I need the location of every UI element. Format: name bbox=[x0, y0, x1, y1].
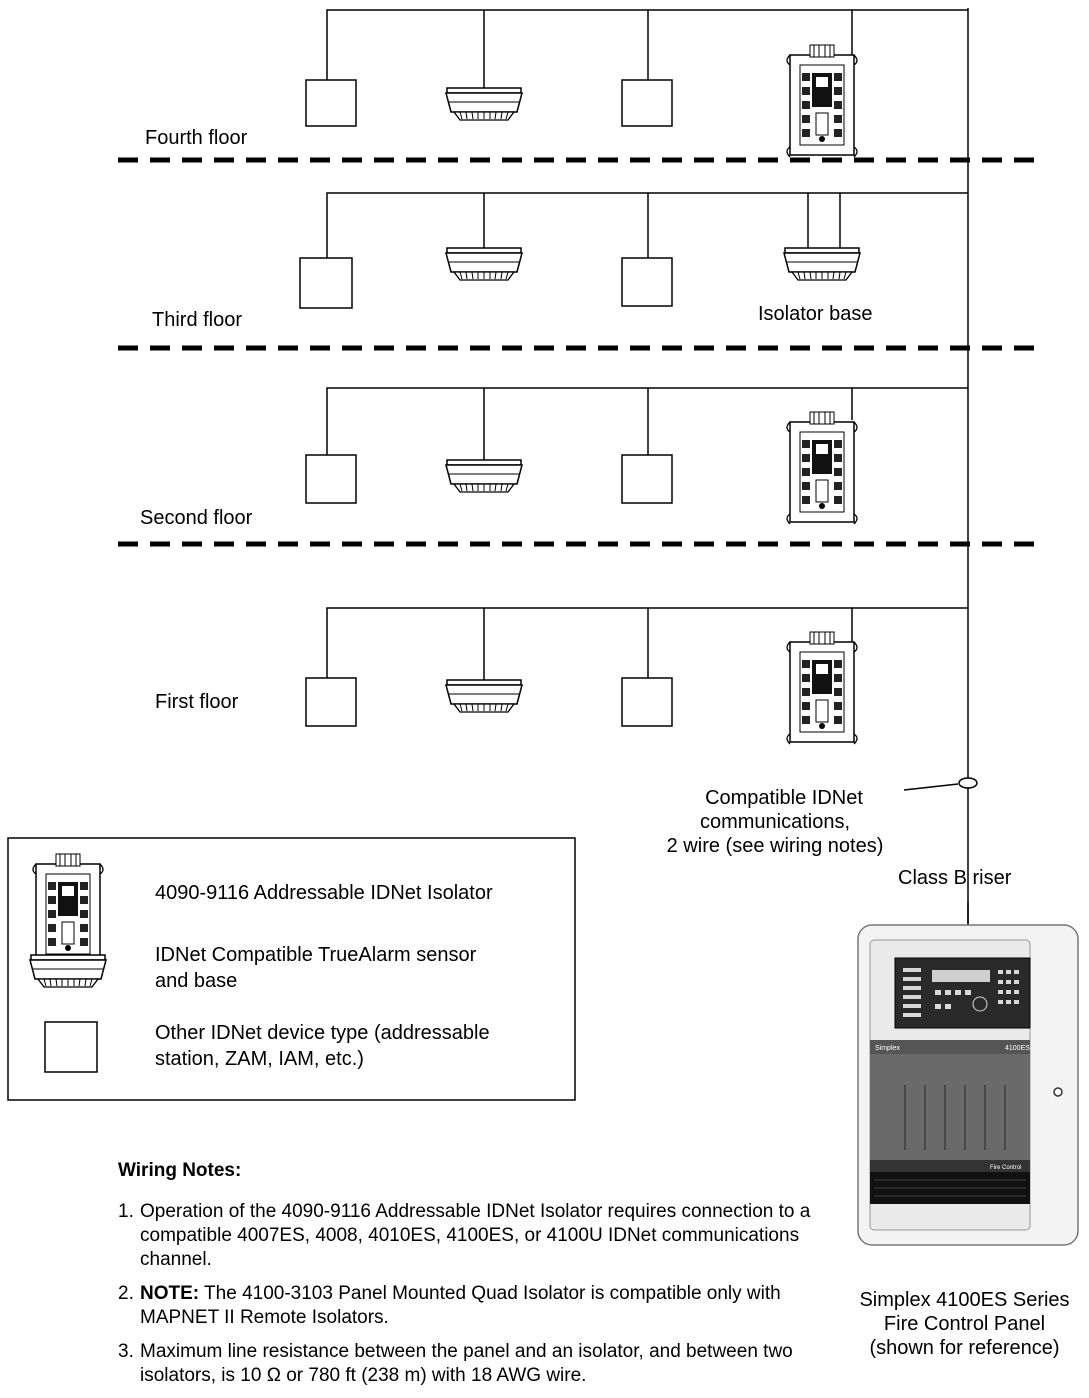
panel-strip-label: Fire Control bbox=[990, 1165, 1021, 1171]
other-device-4b bbox=[621, 79, 673, 127]
floor-label-third: Third floor bbox=[152, 309, 243, 331]
panel-caption-line3: (shown for reference) bbox=[869, 1337, 1060, 1359]
isolator-base-label: Isolator base bbox=[758, 303, 873, 325]
other-device-3a bbox=[299, 257, 353, 309]
other-device-2a bbox=[305, 454, 357, 504]
sensor-3 bbox=[445, 247, 523, 281]
panel-caption-line2: Fire Control Panel bbox=[883, 1313, 1046, 1335]
panel-caption-line1: Simplex 4100ES Series bbox=[859, 1289, 1070, 1311]
note-body: NOTE: The 4100-3103 Panel Mounted Quad I… bbox=[140, 1282, 838, 1330]
note-number: 1. bbox=[118, 1201, 134, 1222]
other-device-2b bbox=[621, 454, 673, 504]
isolator-base-sensor-3 bbox=[783, 247, 861, 281]
second-floor-circuit bbox=[326, 387, 968, 460]
isolator-2 bbox=[786, 411, 858, 525]
legend-other-text: Other IDNet device type (addressable sta… bbox=[155, 1020, 490, 1072]
wire-callout-text: Compatible IDNet communications, 2 wire … bbox=[640, 786, 910, 858]
isolator-4 bbox=[786, 44, 858, 158]
legend-sensor-text: IDNet Compatible TrueAlarm sensor and ba… bbox=[155, 942, 476, 994]
wiring-note: 2. NOTE: The 4100-3103 Panel Mounted Qua… bbox=[118, 1282, 838, 1330]
legend-other-line2: station, ZAM, IAM, etc.) bbox=[155, 1048, 364, 1070]
legend-sensor-line1: IDNet Compatible TrueAlarm sensor bbox=[155, 944, 477, 966]
legend-sensor-icon bbox=[29, 954, 107, 988]
other-device-4a bbox=[305, 79, 357, 127]
note-text: The 4100-3103 Panel Mounted Quad Isolato… bbox=[140, 1283, 781, 1328]
other-device-1b bbox=[621, 677, 673, 727]
first-floor-circuit bbox=[326, 607, 968, 680]
wire-callout-ellipse bbox=[958, 777, 978, 789]
wiring-note: 1. Operation of the 4090-9116 Addressabl… bbox=[118, 1200, 838, 1272]
wire-callout-line3: 2 wire (see wiring notes) bbox=[666, 835, 884, 857]
floor-label-fourth: Fourth floor bbox=[145, 127, 248, 149]
note-number: 2. bbox=[118, 1283, 134, 1304]
legend-isolator-icon bbox=[32, 853, 104, 967]
wire-callout-leader bbox=[903, 783, 959, 791]
panel-model: 4100ES bbox=[1005, 1045, 1030, 1052]
sensor-2 bbox=[445, 459, 523, 493]
legend-isolator-text: 4090-9116 Addressable IDNet Isolator bbox=[155, 882, 493, 904]
isolator-1 bbox=[786, 631, 858, 745]
note-bold-prefix: NOTE: bbox=[140, 1283, 200, 1304]
panel-brand: Simplex bbox=[875, 1045, 900, 1052]
fourth-floor-circuit bbox=[326, 9, 968, 88]
floor-label-second: Second floor bbox=[140, 507, 253, 529]
riser-label: Class B riser bbox=[898, 867, 1012, 889]
note-text: Maximum line resistance between the pane… bbox=[140, 1341, 793, 1386]
other-device-3b bbox=[621, 257, 673, 307]
sensor-1 bbox=[445, 679, 523, 713]
wiring-note: 3. Maximum line resistance between the p… bbox=[118, 1340, 838, 1388]
other-device-1a bbox=[305, 677, 357, 727]
panel-caption: Simplex 4100ES Series Fire Control Panel… bbox=[840, 1288, 1089, 1360]
floor-label-first: First floor bbox=[155, 691, 239, 713]
third-floor-circuit bbox=[326, 192, 968, 258]
fire-control-panel bbox=[857, 924, 1079, 1246]
sensor-4 bbox=[445, 87, 523, 121]
note-number: 3. bbox=[118, 1341, 134, 1362]
riser-diagram: Simplex 4100ES Fire Control bbox=[7, 8, 1079, 1246]
wiring-notes: 1. Operation of the 4090-9116 Addressabl… bbox=[118, 1200, 838, 1398]
wiring-notes-title: Wiring Notes: bbox=[118, 1160, 242, 1181]
wire-callout-line2: communications, bbox=[699, 811, 851, 833]
legend-other-device-icon bbox=[44, 1021, 98, 1073]
legend-other-line1: Other IDNet device type (addressable bbox=[155, 1022, 490, 1044]
wire-callout-line1: Compatible IDNet bbox=[705, 787, 863, 809]
floor-dividers bbox=[118, 157, 1040, 547]
note-text: Operation of the 4090-9116 Addressable I… bbox=[140, 1201, 811, 1270]
legend-sensor-line2: and base bbox=[155, 970, 238, 992]
